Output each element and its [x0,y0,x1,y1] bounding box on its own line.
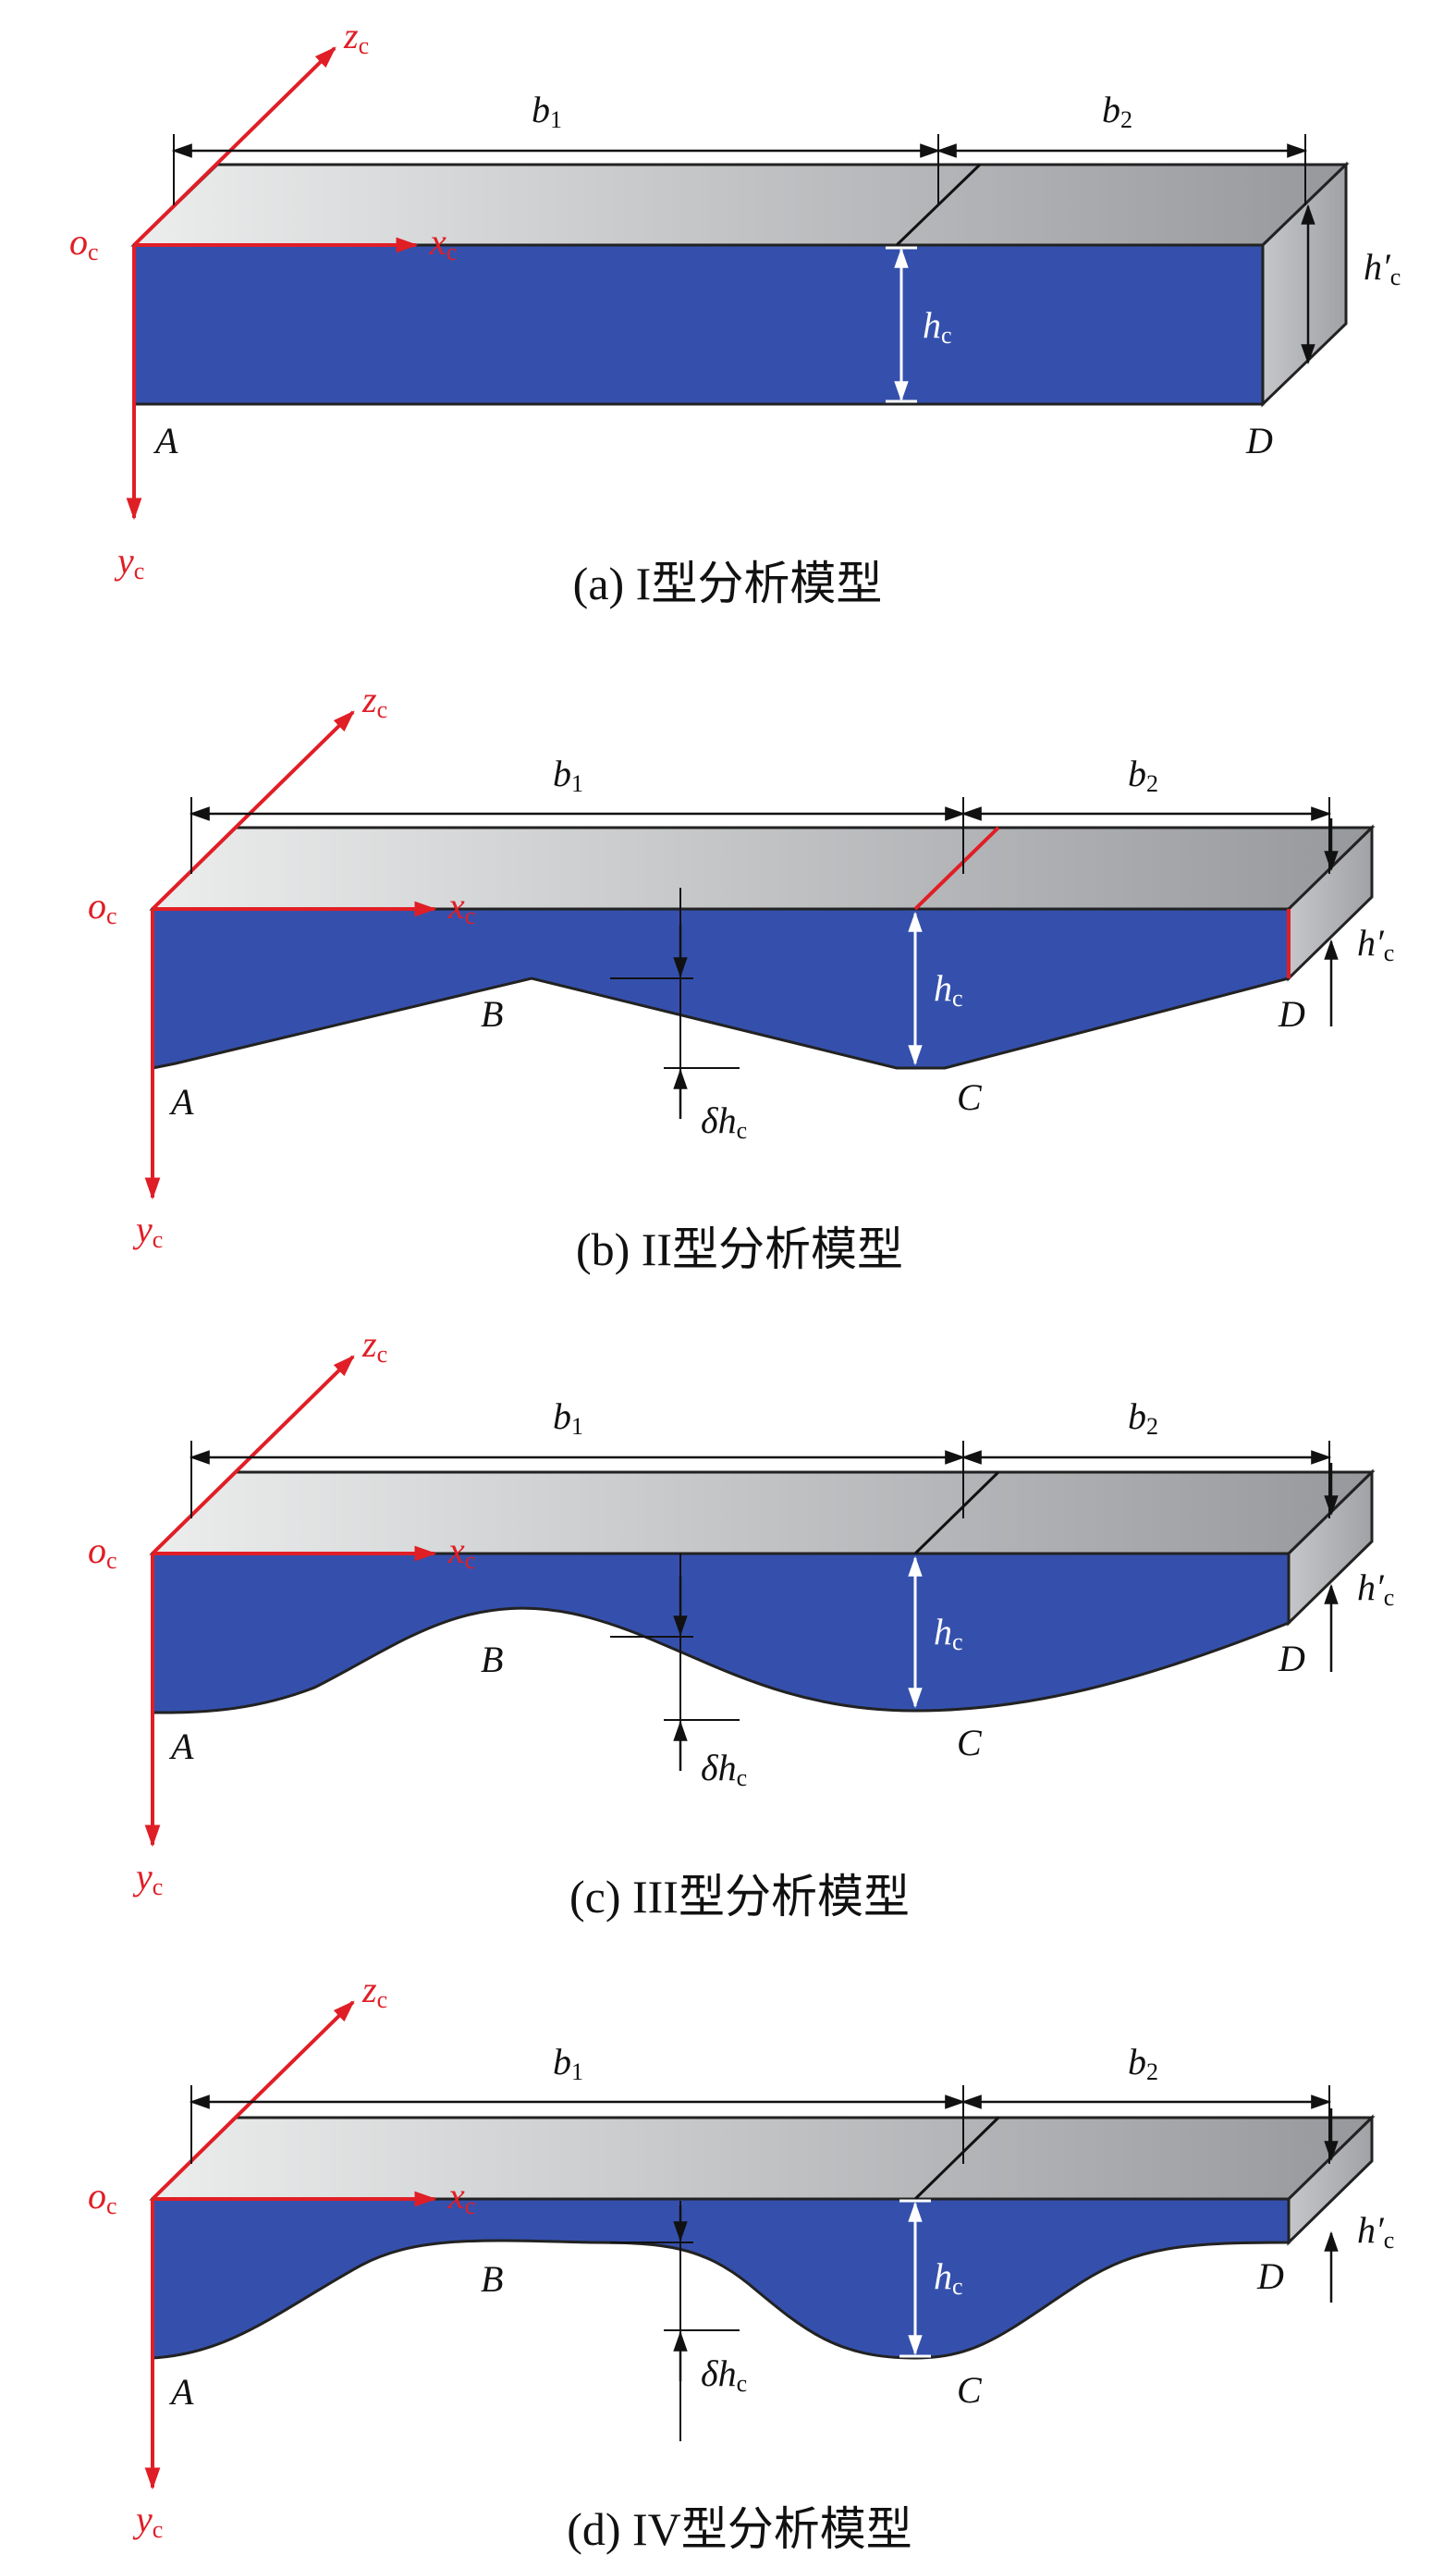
point-C-label: C [957,1722,983,1763]
section-line [913,2116,1000,2201]
point-D-label: D [1278,993,1305,1035]
point-A-label: A [168,1726,194,1767]
hc-prime-label: h′c [1357,2209,1394,2254]
beam-front-face [151,907,1291,1070]
b2-label: b2 [1102,89,1132,133]
point-A-label: A [168,1081,194,1123]
caption-d: (d) IV型分析模型 [567,2503,912,2555]
b1-label: b1 [532,89,562,133]
x-axis-label: xc [429,221,457,265]
point-D-label: D [1256,2255,1284,2297]
y-axis-label: yc [132,2499,163,2543]
origin-label: oc [69,221,99,265]
caption-c: (c) III型分析模型 [569,1871,910,1922]
delta-hc-label: δhc [701,1747,747,1791]
hc-label: hc [923,304,952,349]
x-axis-label: xc [447,2175,475,2219]
b2-label: b2 [1128,753,1158,797]
hc-label: hc [934,2255,963,2300]
caption-a: (a) I型分析模型 [573,558,883,609]
hc-label: hc [934,1611,963,1655]
caption-b: (b) II型分析模型 [576,1223,903,1275]
z-axis-label: zc [361,679,387,723]
y-axis-label: yc [132,1856,163,1900]
point-B-label: B [481,993,503,1035]
point-B-label: B [481,1639,503,1680]
beam-top-face [149,826,1376,911]
point-C-label: C [957,1076,983,1118]
panel-c: oc xc yc zc b1 b2 hc h′c δhc A B C D (c)… [88,1323,1394,1922]
beam-front-face [151,2197,1291,2360]
point-D-label: D [1278,1638,1305,1679]
b1-label: b1 [553,1395,583,1440]
b2-label: b2 [1128,2041,1158,2085]
hc-prime-label: h′c [1357,922,1394,966]
origin-label: oc [88,1529,117,1574]
beam-top-face [130,163,1350,247]
b2-label: b2 [1128,1395,1158,1440]
hc-prime-label: h′c [1357,1566,1394,1611]
delta-hc-label: δhc [701,1099,747,1144]
b1-label: b1 [553,753,583,797]
point-D-label: D [1245,420,1273,461]
section-line [913,1470,1000,1555]
point-B-label: B [481,2258,503,2300]
point-A-label: A [153,420,178,461]
origin-label: oc [88,885,117,929]
panel-d: oc xc yc zc b1 b2 hc h′c δhc A B C D (d)… [88,1969,1394,2555]
point-C-label: C [957,2369,983,2411]
beam-front-face [151,1552,1291,1714]
z-axis-label: zc [361,1969,387,2013]
y-axis-label: yc [132,1209,163,1253]
delta-hc-label: δhc [701,2352,747,2397]
b1-label: b1 [553,2041,583,2085]
hc-prime-label: h′c [1364,246,1401,290]
section-line [913,826,1000,911]
hc-label: hc [934,967,963,1012]
beam-front-face [132,243,1265,406]
y-axis-label: yc [114,540,144,584]
origin-label: oc [88,2175,117,2219]
x-axis-label: xc [447,885,475,929]
z-axis-label: zc [361,1323,387,1368]
z-axis-label: zc [343,15,369,59]
panel-a: oc xc yc zc b1 b2 hc h′c A D (a) I型分析模型 [69,15,1401,609]
x-axis-label: xc [447,1529,475,1574]
point-A-label: A [168,2371,194,2413]
panel-b: oc xc yc zc b1 b2 hc h′c δhc A B C D (b)… [88,679,1394,1275]
beam-top-face [149,1470,1376,1555]
beam-top-face [149,2116,1376,2201]
